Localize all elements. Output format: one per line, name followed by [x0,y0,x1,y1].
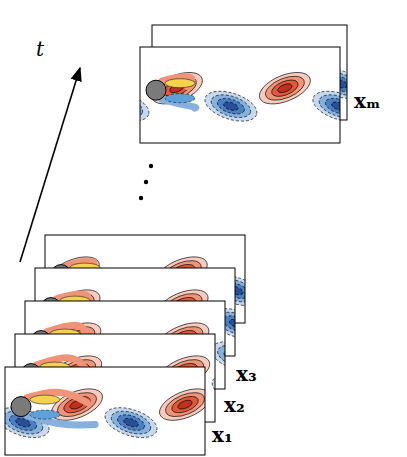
vorticity-contour [201,85,260,126]
vorticity-contour [228,318,235,330]
vorticity-contour [208,90,253,121]
vorticity-contour [177,398,194,410]
vorticity-contour [155,382,205,426]
snapshot-label: x₂ [222,394,247,416]
frame-border [140,47,340,143]
positive-vortex [255,66,315,110]
vorticity-contour [215,341,225,372]
vorticity-contour [209,369,215,410]
vorticity-field [5,382,205,443]
ellipsis-dot [149,164,153,168]
negative-vortex [309,85,340,126]
vorticity-contour [269,77,300,100]
snapshot-label: xₘ [352,90,383,112]
near-wake-negative [165,94,195,103]
vorticity-contour [162,388,205,422]
snapshot-frame [0,367,323,455]
vorticity-contour [123,417,140,429]
time-label: t [34,38,46,60]
vorticity-contour [309,85,340,126]
vorticity-contour [101,402,160,443]
vorticity-contour [147,66,207,110]
near-wake-negative [30,410,60,419]
negative-vortex [209,369,215,410]
near-wake-positive [165,79,195,88]
vorticity-contour [262,71,307,105]
vorticity-contour [215,95,246,117]
positive-vortex [147,66,207,110]
vorticity-contour [116,412,147,434]
frame-ground [140,47,340,143]
vorticity-contour [140,90,145,121]
vorticity-contour [223,100,240,112]
vorticity-contour [255,66,315,110]
negative-vortex [101,402,160,443]
cylinder [11,397,31,417]
frame-border [5,367,205,455]
vorticity-contour [331,100,340,112]
vorticity-contour [108,407,153,438]
snapshot-label: x₁ [210,424,235,446]
negative-vortex [201,85,260,126]
frame-ground [5,367,205,455]
time-arrow [20,68,80,262]
positive-vortex [155,382,205,426]
vorticity-field [140,66,340,127]
vorticity-contour [316,90,340,121]
vorticity-contour [323,95,340,117]
snapshot-frame [93,47,407,143]
ellipsis-dot [139,196,143,200]
vorticity-contour [277,82,294,94]
vorticity-contour [169,393,200,416]
cylinder [146,80,166,100]
ellipsis-dot [144,180,148,184]
snapshot-label: x₃ [234,363,259,385]
near-wake-positive [30,395,60,404]
